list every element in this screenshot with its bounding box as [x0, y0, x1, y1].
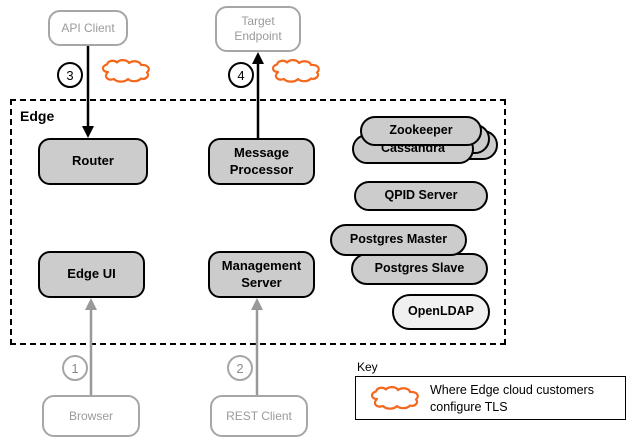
node-openldap[interactable]: OpenLDAP — [392, 294, 490, 330]
node-qpid-server[interactable]: QPID Server — [354, 181, 488, 211]
node-postgres-slave[interactable]: Postgres Slave — [351, 253, 488, 285]
step-circle-2: 2 — [227, 355, 253, 381]
node-browser-label: Browser — [68, 408, 113, 423]
node-target-endpoint[interactable]: Target Endpoint — [215, 6, 301, 52]
node-zookeeper-label: Zookeeper — [389, 123, 453, 138]
key-title: Key — [357, 360, 378, 374]
node-edge-ui-label: Edge UI — [67, 266, 116, 282]
key-legend-text: Where Edge cloud customers configure TLS — [430, 383, 594, 414]
node-router[interactable]: Router — [38, 138, 148, 185]
node-rest-client-label: REST Client — [226, 408, 292, 423]
node-api-client[interactable]: API Client — [48, 10, 128, 46]
node-message-processor[interactable]: Message Processor — [208, 138, 315, 185]
node-postgres-slave-label: Postgres Slave — [374, 261, 465, 276]
node-management-server-label: Management Server — [221, 258, 302, 290]
node-openldap-label: OpenLDAP — [408, 304, 474, 319]
node-postgres-master-label: Postgres Master — [349, 232, 448, 247]
step-circle-3: 3 — [57, 62, 83, 88]
node-target-endpoint-label: Target Endpoint — [234, 14, 282, 43]
node-router-label: Router — [72, 153, 114, 169]
node-api-client-label: API Client — [61, 20, 115, 35]
node-qpid-server-label: QPID Server — [384, 188, 458, 203]
step-circle-3-label: 3 — [66, 67, 74, 83]
node-postgres-master[interactable]: Postgres Master — [330, 224, 467, 256]
node-edge-ui[interactable]: Edge UI — [38, 251, 145, 298]
node-zookeeper[interactable]: Zookeeper — [360, 116, 482, 146]
cloud-marker-4-icon — [271, 59, 320, 83]
step-circle-4-label: 4 — [237, 67, 245, 83]
cloud-marker-3-icon — [101, 59, 150, 83]
step-circle-2-label: 2 — [236, 360, 244, 376]
node-browser[interactable]: Browser — [42, 395, 140, 437]
step-circle-1: 1 — [62, 355, 88, 381]
step-circle-4: 4 — [228, 62, 254, 88]
key-box — [355, 376, 626, 420]
node-management-server[interactable]: Management Server — [208, 251, 315, 298]
step-circle-1-label: 1 — [71, 360, 79, 376]
node-message-processor-label: Message Processor — [229, 145, 294, 177]
edge-boundary-label: Edge — [20, 108, 55, 124]
key-cloud-icon — [370, 386, 419, 410]
node-rest-client[interactable]: REST Client — [210, 395, 308, 437]
